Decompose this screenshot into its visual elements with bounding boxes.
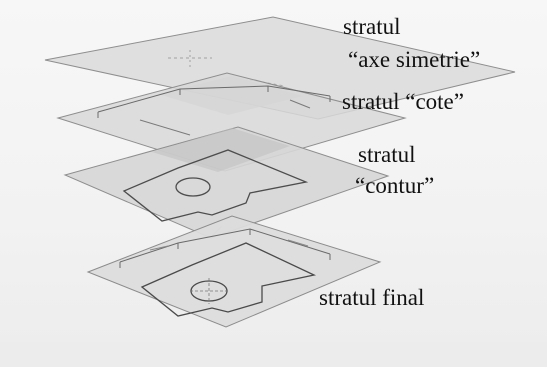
sheet-contur: [63, 126, 390, 239]
layer-label-cote: stratul “cote”: [342, 89, 464, 114]
layer-label-contur-line2: “contur”: [355, 173, 435, 198]
sheet-final: [86, 215, 382, 328]
layer-label-contur-line1: stratul: [358, 142, 416, 167]
video-bottom-bar: [0, 342, 547, 367]
layer-label-axe-simetrie-line1: stratul: [343, 14, 401, 39]
layer-label-axe-simetrie-line2: “axe simetrie”: [348, 47, 481, 72]
layer-label-final: stratul final: [319, 285, 425, 310]
